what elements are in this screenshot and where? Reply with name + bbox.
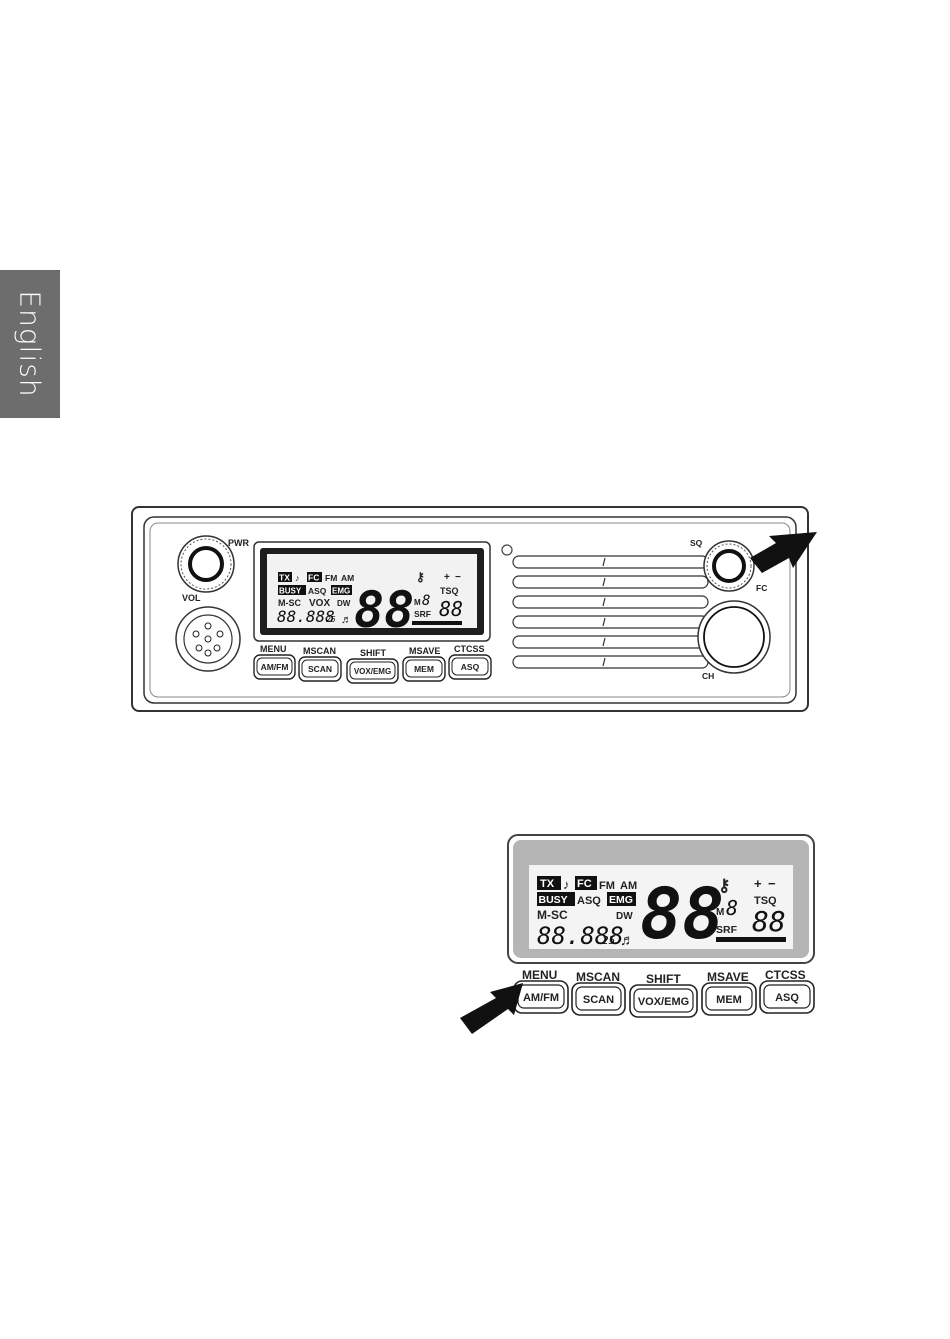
svg-text:TSQ: TSQ xyxy=(440,586,459,596)
channel-knob[interactable] xyxy=(698,601,770,673)
svg-text:FC: FC xyxy=(577,878,592,890)
svg-text:VOX/EMG: VOX/EMG xyxy=(354,667,391,676)
svg-text:ASQ: ASQ xyxy=(577,895,601,907)
svg-text:FC: FC xyxy=(308,573,319,583)
svg-text:CH: CH xyxy=(702,671,714,681)
mem-key[interactable]: MEM xyxy=(403,657,445,681)
lcd-closeup-figure: TX ♪ FC FM AM BUSY ASQ EMG M-SC DW 88.88… xyxy=(450,833,820,1043)
svg-text:M: M xyxy=(716,907,724,918)
vox-emg-key[interactable]: VOX/EMG xyxy=(347,659,398,683)
svg-text:ASQ: ASQ xyxy=(775,992,799,1004)
svg-text:SCAN: SCAN xyxy=(308,664,332,674)
svg-text:AM/FM: AM/FM xyxy=(523,992,559,1004)
asq-key[interactable]: ASQ xyxy=(449,655,491,679)
svg-text:88: 88 xyxy=(640,873,724,955)
svg-text:SCAN: SCAN xyxy=(583,994,614,1006)
svg-text:DW: DW xyxy=(616,911,633,922)
svg-text:EMG: EMG xyxy=(332,587,350,596)
vox-emg-key-closeup[interactable]: VOX/EMG xyxy=(630,985,697,1017)
svg-text:SHIFT: SHIFT xyxy=(646,972,681,986)
svg-text:⚷: ⚷ xyxy=(718,876,730,895)
svg-text:MSCAN: MSCAN xyxy=(303,646,336,656)
svg-text:TX: TX xyxy=(279,573,290,583)
svg-text:BUSY: BUSY xyxy=(539,894,568,906)
language-tab: English xyxy=(0,270,60,418)
svg-text:MENU: MENU xyxy=(260,644,287,654)
lcd-display: TX ♪ FC FM AM BUSY ASQ EMG M-SC VOX DW 8… xyxy=(254,542,490,641)
svg-text:ASQ: ASQ xyxy=(308,586,327,596)
svg-text:88: 88 xyxy=(439,597,463,621)
svg-text:AM: AM xyxy=(620,880,637,892)
svg-text:♬: ♬ xyxy=(620,932,635,949)
pwr-label: PWR xyxy=(228,538,249,548)
svg-text:M-SC: M-SC xyxy=(537,908,568,922)
svg-text:8: 8 xyxy=(726,896,738,920)
arrow-to-am-fm-key xyxy=(460,983,523,1034)
svg-text:CTCSS: CTCSS xyxy=(454,644,485,654)
svg-text:CTCSS: CTCSS xyxy=(765,968,806,982)
microphone-connector xyxy=(176,607,240,671)
svg-text:♪: ♪ xyxy=(563,877,570,892)
svg-text:AM: AM xyxy=(341,573,354,583)
scan-key-closeup[interactable]: SCAN xyxy=(572,983,625,1015)
mem-key-closeup[interactable]: MEM xyxy=(702,983,756,1015)
svg-text:DW: DW xyxy=(337,599,351,608)
svg-text:AM/FM: AM/FM xyxy=(261,662,289,672)
radio-front-panel-figure: PWR VOL TX ♪ FC FM AM BUSY xyxy=(130,505,812,715)
svg-text:88: 88 xyxy=(752,905,786,938)
svg-text:8: 8 xyxy=(422,593,430,609)
svg-text:MSCAN: MSCAN xyxy=(576,970,620,984)
svg-text:ASQ: ASQ xyxy=(461,662,480,672)
svg-text:VOX/EMG: VOX/EMG xyxy=(638,996,689,1008)
svg-text:MENU: MENU xyxy=(522,968,557,982)
svg-text:+: + xyxy=(444,572,450,583)
am-fm-key[interactable]: AM/FM xyxy=(254,655,295,679)
sq-fc-knob[interactable] xyxy=(704,541,754,591)
svg-text:MEM: MEM xyxy=(414,664,434,674)
svg-text:⚷: ⚷ xyxy=(416,570,425,584)
svg-text:25: 25 xyxy=(326,615,336,624)
svg-text:♪: ♪ xyxy=(295,573,300,583)
scan-key[interactable]: SCAN xyxy=(299,657,341,681)
lcd-closeup: TX ♪ FC FM AM BUSY ASQ EMG M-SC DW 88.88… xyxy=(508,835,814,963)
svg-text:88: 88 xyxy=(354,581,414,639)
svg-text:FC: FC xyxy=(756,583,767,593)
svg-text:M: M xyxy=(414,598,421,607)
svg-text:SQ: SQ xyxy=(690,538,703,548)
status-led xyxy=(502,545,512,555)
asq-key-closeup[interactable]: ASQ xyxy=(760,981,814,1013)
svg-text:SRF: SRF xyxy=(414,609,431,619)
vol-label: VOL xyxy=(182,593,201,603)
svg-text:FM: FM xyxy=(599,880,615,892)
svg-text:−: − xyxy=(455,572,461,583)
svg-text:BUSY: BUSY xyxy=(279,587,302,596)
pwr-vol-knob[interactable] xyxy=(178,536,234,592)
svg-text:MSAVE: MSAVE xyxy=(707,970,749,984)
svg-text:SHIFT: SHIFT xyxy=(360,648,387,658)
svg-text:♬: ♬ xyxy=(341,614,352,626)
svg-text:TX: TX xyxy=(540,878,555,890)
svg-text:EMG: EMG xyxy=(609,894,633,906)
svg-text:FM: FM xyxy=(325,573,337,583)
svg-text:25: 25 xyxy=(602,934,615,947)
svg-text:MSAVE: MSAVE xyxy=(409,646,440,656)
svg-text:SRF: SRF xyxy=(716,924,738,936)
svg-text:MEM: MEM xyxy=(716,994,742,1006)
language-label: English xyxy=(14,290,47,397)
svg-text:+: + xyxy=(754,876,762,891)
svg-text:−: − xyxy=(768,876,776,891)
